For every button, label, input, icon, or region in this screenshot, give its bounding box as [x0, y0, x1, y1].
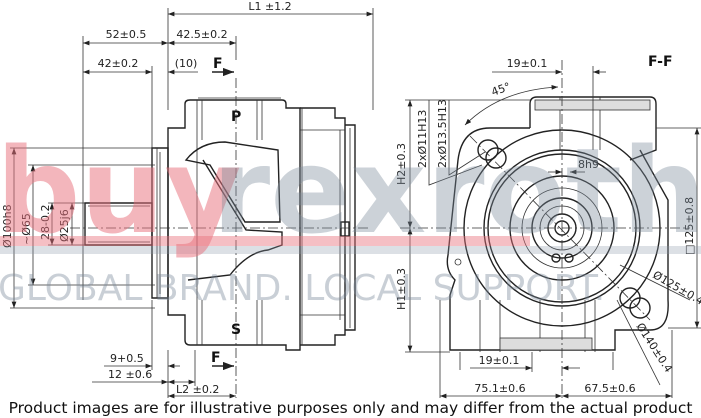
- dim-h2: H2±0.3: [395, 143, 408, 185]
- dim-12: 12 ±0.6: [108, 368, 152, 381]
- watermark-brand-b: rexroth: [212, 122, 701, 260]
- dim-sq-125: □125±0.8: [683, 197, 696, 255]
- section-title: F-F: [648, 54, 673, 70]
- disclaimer-text: Product images are for illustrative purp…: [8, 399, 693, 417]
- port-s-label: S: [231, 322, 241, 338]
- dim-d140: Ø140±0.4: [633, 321, 675, 375]
- dim-52: 52±0.5: [106, 28, 147, 41]
- dim-10: (10): [175, 57, 198, 70]
- side-view: L1 ±1.2 52±0.5 42.5±0.2 42±0.2 (10) F P …: [1, 0, 374, 399]
- dim-key-8: 8h9: [578, 158, 599, 171]
- dim-42: 42±0.2: [98, 57, 139, 70]
- dim-width-right: 67.5±0.6: [584, 382, 635, 395]
- watermark-brand-a: buy: [0, 122, 241, 260]
- dim-l1: L1 ±1.2: [248, 0, 291, 13]
- dim-45-deg: 45°: [490, 80, 513, 99]
- dim-holes-13-5: 2xØ13.5H13: [436, 99, 449, 168]
- watermark-tagline: GLOBAL BRAND. LOCAL SUPPORT.: [0, 268, 605, 309]
- dim-width-left: 75.1±0.6: [474, 382, 525, 395]
- dim-d65: ~Ø65: [20, 213, 33, 245]
- section-mark-top: F: [213, 56, 223, 72]
- dim-l2: L2 ±0.2: [176, 383, 219, 396]
- section-mark-bottom: F: [211, 350, 221, 366]
- port-p-label: P: [231, 109, 241, 125]
- watermark: buy rexroth GLOBAL BRAND. LOCAL SUPPORT.: [0, 122, 701, 309]
- dim-top-19: 19±0.1: [507, 57, 548, 70]
- dim-h1: H1±0.3: [395, 268, 408, 310]
- dim-d25: Ø25j6: [58, 209, 71, 242]
- dim-9: 9+0.5: [110, 352, 144, 365]
- dim-bottom-19: 19±0.1: [479, 354, 520, 367]
- dim-28: 28-0.2: [39, 205, 52, 240]
- dim-42-5: 42.5±0.2: [176, 28, 227, 41]
- dim-d100: Ø100h8: [1, 204, 14, 248]
- dim-d125: Ø125±0.4: [651, 268, 701, 307]
- dim-holes-11: 2xØ11H13: [416, 110, 429, 168]
